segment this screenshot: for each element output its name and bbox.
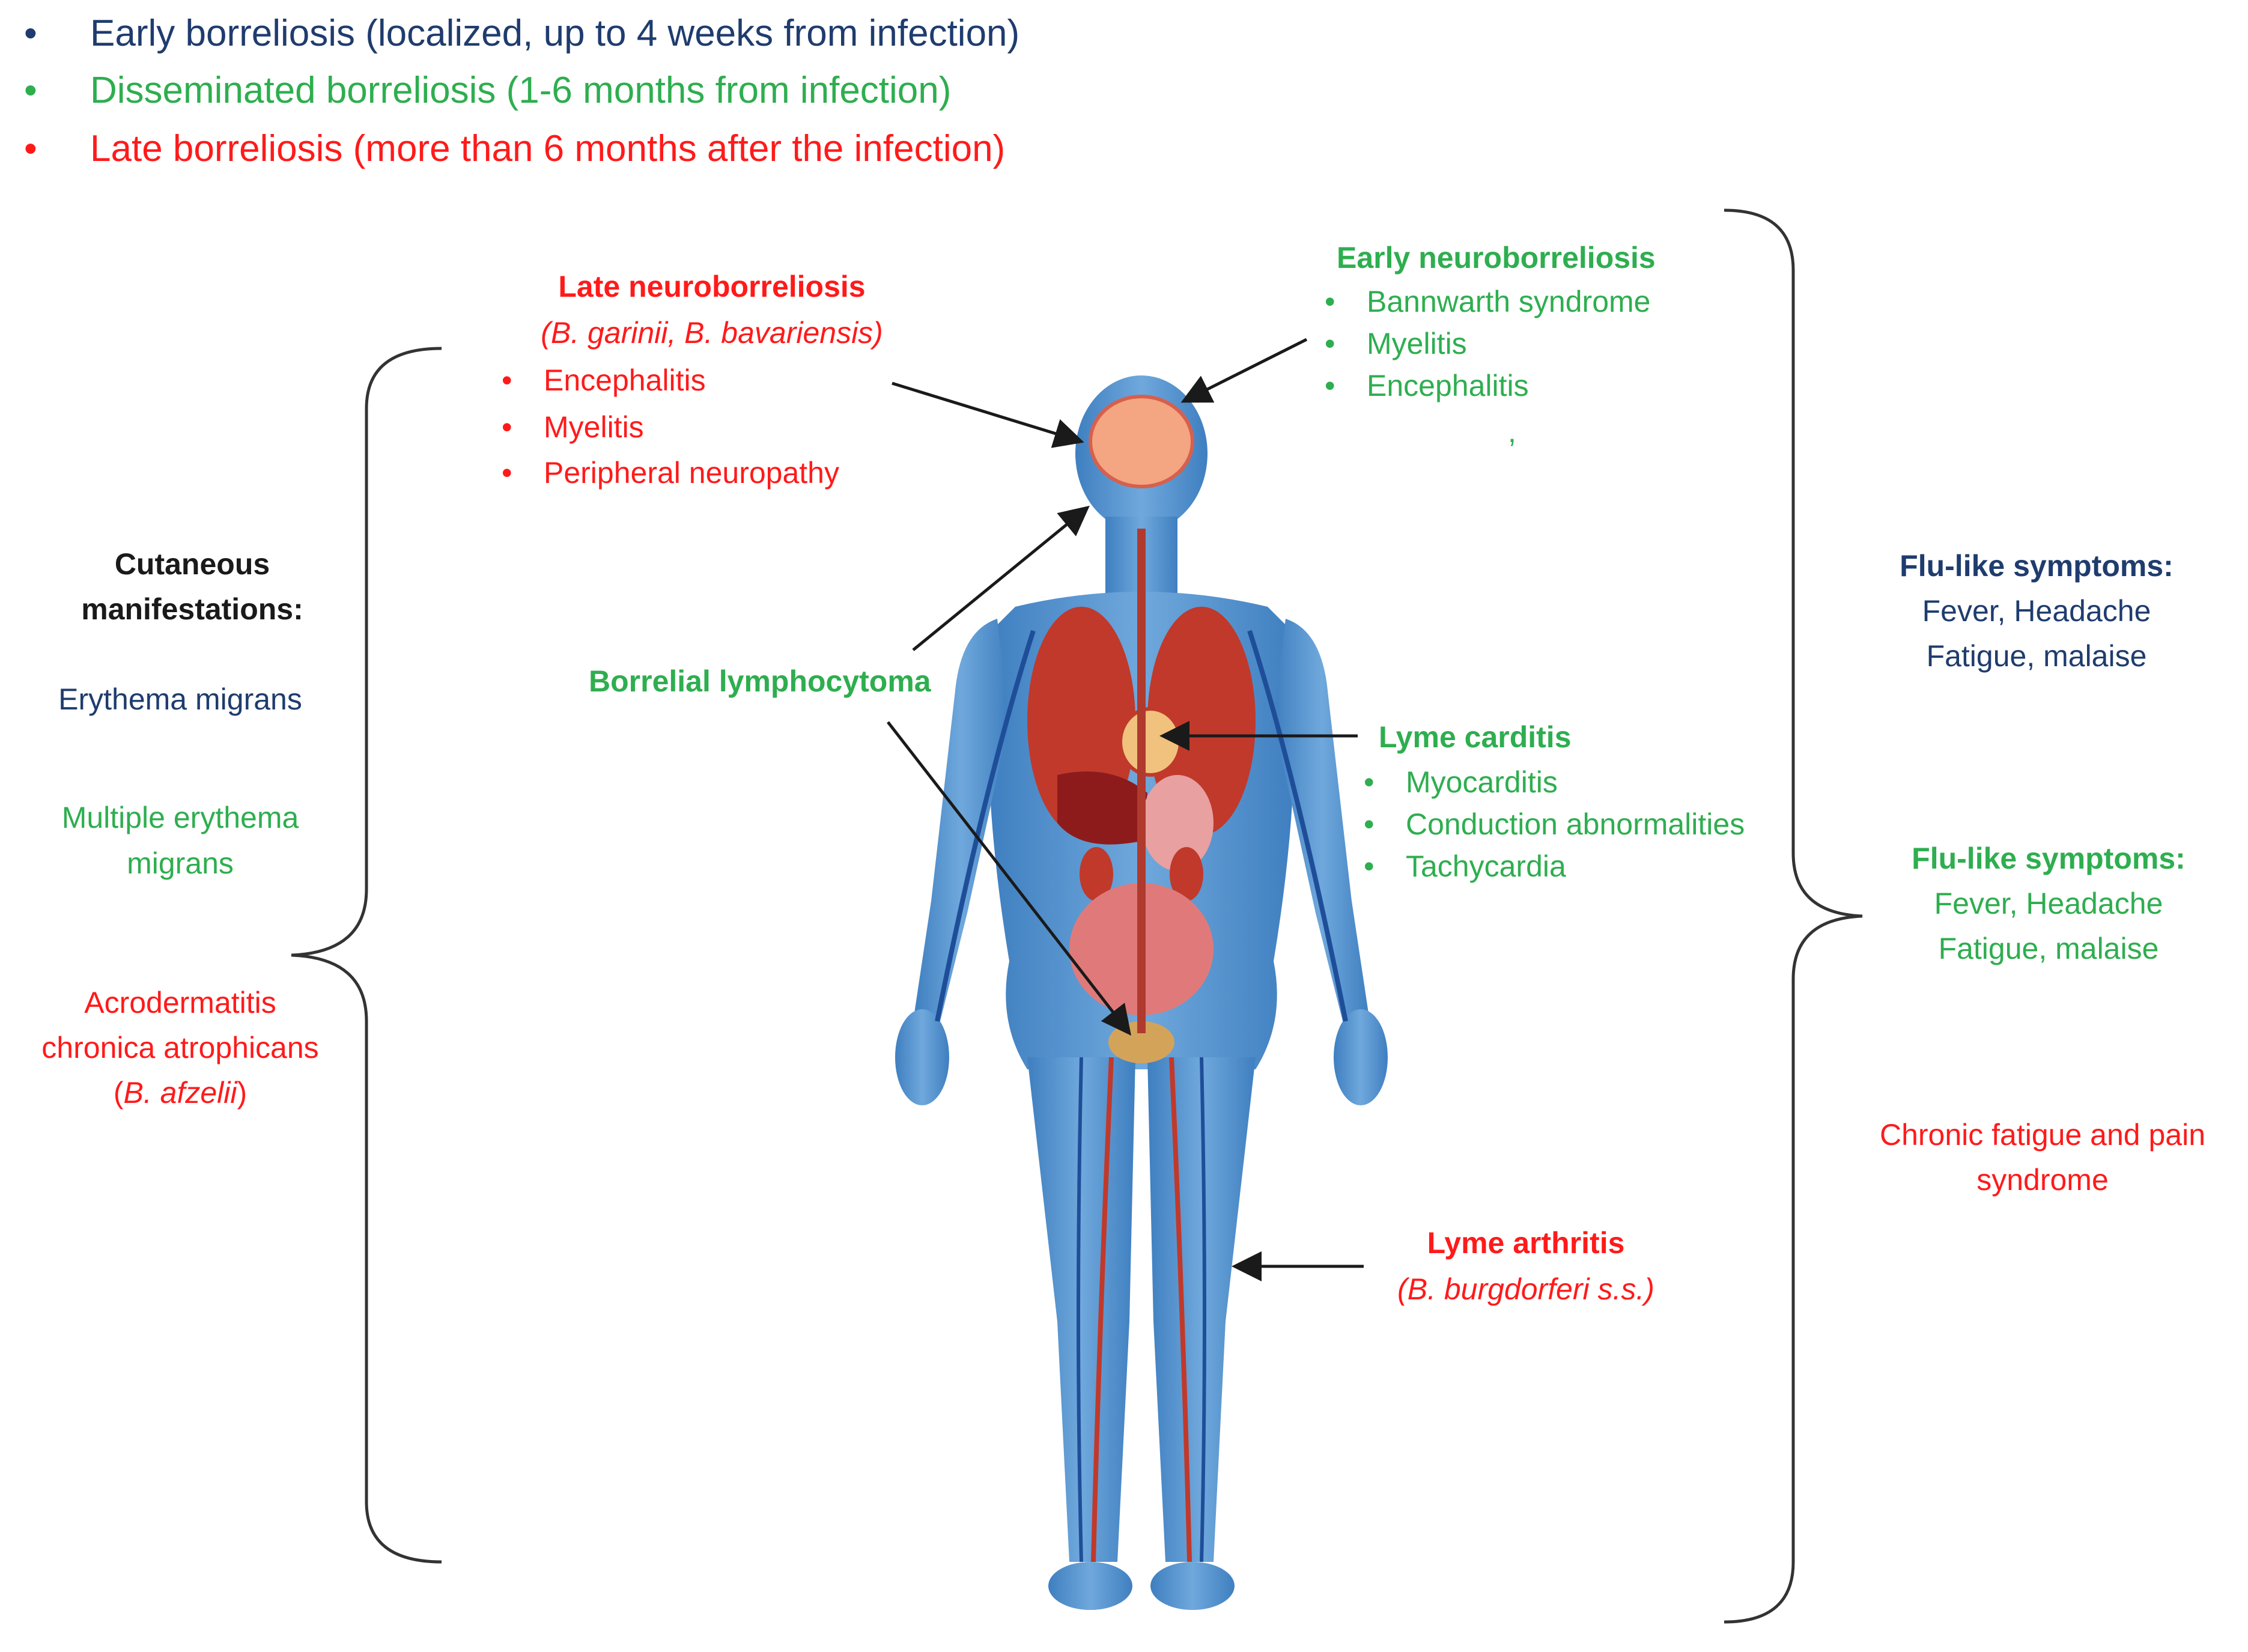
- acrodermatitis-line2: chronica atrophicans: [41, 1031, 319, 1064]
- carditis-title: Lyme carditis: [1379, 720, 1572, 754]
- legend-late-text: Late borreliosis (more than 6 months aft…: [90, 128, 1006, 169]
- carditis-list: • Myocarditis • Conduction abnormalities •…: [1364, 761, 1745, 887]
- late-neuro-item: Peripheral neuropathy: [544, 456, 839, 490]
- liver-shape: [1057, 771, 1147, 845]
- arthritis-species: (B. burgdorferi s.s.): [1397, 1272, 1654, 1306]
- legend-bullet: •: [24, 70, 37, 111]
- artery-right-leg: [1169, 1057, 1192, 1562]
- late-neuro-item: Myelitis: [544, 410, 644, 444]
- early-neuro-item: Encephalitis: [1367, 369, 1529, 402]
- flu-disseminated-title: Flu-like symptoms:: [1912, 842, 2186, 875]
- early-neuro-list: • Bannwarth syndrome • Myelitis • Encephali…: [1325, 281, 1650, 407]
- carditis-item: Conduction abnormalities: [1406, 807, 1745, 841]
- bullet: •: [1325, 369, 1335, 402]
- multiple-erythema-line1: Multiple erythema: [61, 801, 299, 834]
- list-item: • Bannwarth syndrome: [1325, 281, 1650, 323]
- carditis-item: Myocarditis: [1406, 765, 1558, 799]
- early-neuro-title: Early neuroborreliosis: [1337, 241, 1656, 275]
- early-neuro-item: Myelitis: [1367, 327, 1467, 360]
- list-item: • Encephalitis: [502, 359, 839, 401]
- arthritis-title: Lyme arthritis: [1427, 1226, 1625, 1260]
- list-item: • Encephalitis: [1325, 365, 1650, 407]
- multiple-erythema-line2: migrans: [127, 846, 234, 880]
- artery-left-leg: [1091, 1057, 1114, 1562]
- legend-early: • Early borreliosis (localized, up to 4 w…: [24, 12, 1019, 55]
- flu-early-title: Flu-like symptoms:: [1900, 549, 2174, 583]
- flu-disseminated-line1: Fever, Headache: [1934, 887, 2163, 920]
- early-neuro-stray-mark: ,: [1508, 415, 1516, 449]
- vein-right-arm: [1247, 630, 1348, 1022]
- left-brace: [291, 347, 442, 1564]
- left-hand-shape: [895, 1009, 949, 1105]
- bullet: •: [502, 456, 512, 490]
- legend-bullet: •: [24, 128, 37, 169]
- legend-disseminated-text: Disseminated borreliosis (1-6 months fro…: [90, 70, 952, 111]
- acrodermatitis-line1: Acrodermatitis: [84, 986, 276, 1019]
- right-brace: [1724, 208, 1863, 1624]
- right-hand-shape: [1334, 1009, 1388, 1105]
- early-neuro-item: Bannwarth syndrome: [1367, 285, 1651, 318]
- left-arm-shape: [913, 619, 1009, 1033]
- acrodermatitis-species: (B. afzelii): [113, 1076, 248, 1110]
- list-item: • Peripheral neuropathy: [502, 452, 839, 494]
- right-kidney-shape: [1170, 847, 1203, 901]
- chronic-fatigue-line2: syndrome: [1976, 1163, 2109, 1197]
- bullet: •: [1364, 849, 1375, 883]
- list-item: • Myelitis: [502, 406, 839, 448]
- flu-early-line1: Fever, Headache: [1922, 594, 2151, 628]
- right-arm-shape: [1274, 619, 1370, 1033]
- arrow-late-neuro-to-brain: [892, 381, 1084, 448]
- legend-early-text: Early borreliosis (localized, up to 4 we…: [90, 13, 1020, 54]
- flu-early-line2: Fatigue, malaise: [1926, 639, 2147, 673]
- vein-right-leg: [1200, 1057, 1206, 1562]
- left-foot-shape: [1048, 1562, 1132, 1610]
- arrow-lymphocytoma-to-groin: [887, 721, 1132, 1036]
- late-neuro-item: Encephalitis: [544, 363, 706, 397]
- flu-disseminated-line2: Fatigue, malaise: [1938, 932, 2159, 965]
- legend-bullet: •: [24, 13, 37, 54]
- left-kidney-shape: [1080, 847, 1113, 901]
- cutaneous-title-line2: manifestations:: [81, 592, 303, 626]
- left-leg-shape: [1027, 1057, 1135, 1562]
- right-foot-shape: [1150, 1562, 1235, 1610]
- erythema-migrans: Erythema migrans: [58, 682, 302, 716]
- bullet: •: [1325, 285, 1335, 318]
- list-item: • Conduction abnormalities: [1364, 803, 1745, 845]
- human-body-figure: [895, 375, 1388, 1610]
- arrow-lymphocytoma-to-ear: [912, 505, 1090, 651]
- bullet: •: [502, 363, 512, 397]
- legend-disseminated: • Disseminated borreliosis (1-6 months fr…: [24, 69, 951, 112]
- right-leg-shape: [1147, 1057, 1256, 1562]
- cutaneous-title-line1: Cutaneous: [114, 547, 270, 581]
- late-neuro-list: • Encephalitis • Myelitis • Peripheral neur…: [502, 359, 839, 494]
- brain-shape: [1089, 395, 1194, 488]
- late-neuro-species: (B. garinii, B. bavariensis): [541, 316, 883, 350]
- late-neuro-title: Late neuroborreliosis: [558, 270, 866, 303]
- chronic-fatigue-line1: Chronic fatigue and pain: [1879, 1118, 2206, 1152]
- legend-late: • Late borreliosis (more than 6 months af…: [24, 127, 1005, 170]
- vein-left-arm: [935, 630, 1036, 1022]
- lymphocytoma-title: Borrelial lymphocytoma: [589, 664, 931, 698]
- bullet: •: [502, 410, 512, 444]
- bullet: •: [1325, 327, 1335, 360]
- heart-shape: [1119, 707, 1182, 777]
- list-item: • Tachycardia: [1364, 845, 1745, 887]
- list-item: • Myelitis: [1325, 323, 1650, 365]
- bullet: •: [1364, 765, 1375, 799]
- stomach-shape: [1141, 775, 1214, 871]
- bullet: •: [1364, 807, 1375, 841]
- vein-left-leg: [1077, 1057, 1083, 1562]
- acrodermatitis-species-name: B. afzelii: [123, 1076, 237, 1110]
- carditis-item: Tachycardia: [1406, 849, 1566, 883]
- arrow-early-neuro-to-brain: [1180, 338, 1308, 403]
- list-item: • Myocarditis: [1364, 761, 1745, 803]
